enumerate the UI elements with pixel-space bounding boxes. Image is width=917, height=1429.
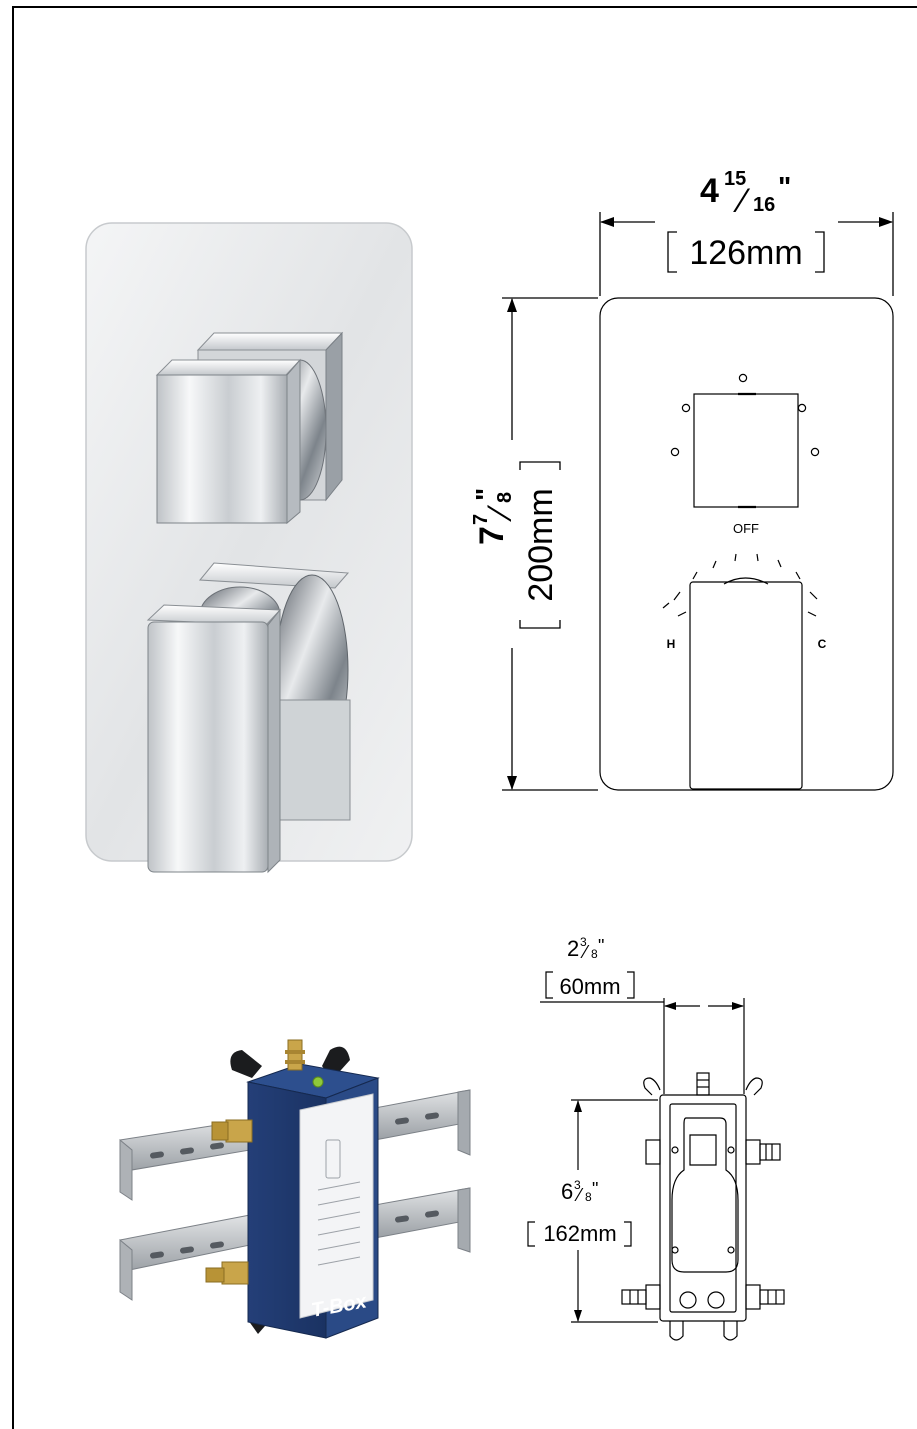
tbox-rendering: T-Box — [119, 1039, 471, 1339]
trim-width-dimension — [599, 212, 894, 296]
tbox-height-fraction-slash: ⁄ — [574, 1185, 584, 1205]
trim-height-inch-whole: 7 — [473, 526, 511, 545]
tbox-height-inch-mark: " — [592, 1179, 598, 1199]
trim-width-inch-whole: 4 — [700, 172, 719, 210]
tbox-width-mm: 60mm — [559, 974, 620, 999]
tbox-height-inch-den: 8 — [585, 1190, 592, 1204]
tbox-width-inch-whole: 2 — [567, 936, 579, 961]
trim-height-mm: 200mm — [522, 488, 560, 601]
trim-height-inch-mark: " — [470, 488, 501, 501]
trim-width-mm: 126mm — [689, 234, 802, 272]
trim-height-inch-group: 7 7 ⁄ 8 " — [470, 488, 519, 545]
trim-width-inch-num: 15 — [724, 168, 746, 190]
diverter-handle-outline — [693, 393, 799, 508]
tbox-outline — [659, 1094, 747, 1322]
trim-line-drawing — [599, 297, 894, 791]
tbox-height-dimension — [527, 1099, 658, 1323]
tbox-width-inch-den: 8 — [591, 947, 598, 961]
temperature-handle-render — [146, 562, 351, 874]
trim-width-inch-den: 16 — [753, 194, 775, 216]
tbox-width-inch-mark: " — [598, 936, 604, 956]
tbox-height-inch-whole: 6 — [561, 1179, 573, 1204]
diverter-handle-render — [155, 331, 344, 525]
tbox-width-fraction-slash: ⁄ — [580, 942, 590, 962]
trim-height-inch-den: 8 — [494, 492, 516, 503]
trim-height-inch-num: 7 — [470, 514, 492, 525]
trim-outline — [599, 297, 894, 791]
trim-height-dimension — [502, 297, 598, 791]
hot-label: H — [667, 637, 676, 651]
tbox-height-inch-num: 3 — [574, 1178, 581, 1192]
tbox-width-inch-num: 3 — [580, 935, 587, 949]
trim-plate-rendering — [85, 222, 413, 874]
temperature-handle-outline — [689, 581, 803, 790]
tbox-height-mm: 162mm — [543, 1221, 616, 1246]
trim-width-inch-mark: " — [778, 171, 791, 202]
tbox-line-drawing — [621, 1072, 785, 1341]
off-label: OFF — [733, 521, 759, 536]
cold-label: C — [818, 637, 827, 651]
tbox-width-dimension — [540, 971, 745, 1094]
page-frame — [12, 6, 917, 1429]
